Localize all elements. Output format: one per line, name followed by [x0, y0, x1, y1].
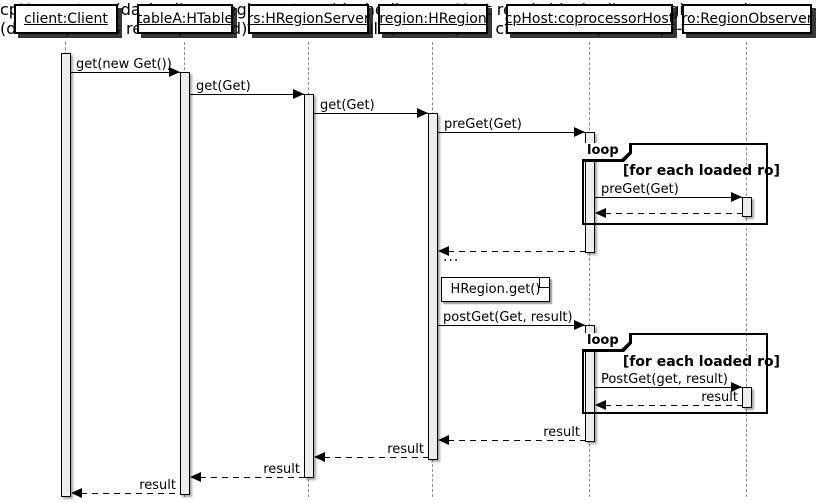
message-get-new-get-label: get(new Get()) [76, 57, 172, 72]
ellipsis-text: ... [443, 249, 460, 265]
participant-ro: ro:RegionObserver [682, 4, 812, 34]
message-preget-ro-line [595, 197, 742, 198]
activation-client [61, 53, 71, 497]
message-postget-ro-line [595, 387, 742, 388]
activation-ro-2 [742, 387, 752, 408]
arrowhead-icon [169, 67, 180, 77]
arrowhead-icon [731, 382, 742, 392]
arrowhead-icon [293, 89, 304, 99]
arrowhead-icon [71, 488, 82, 498]
activation-region [428, 113, 438, 460]
return-result-region-label: result [387, 442, 424, 457]
return-result-table-label: result [139, 478, 176, 493]
message-postget-cphost-line [438, 325, 585, 326]
loop-keyword: loop [582, 333, 629, 349]
message-postget-ro-label: PostGet(get, result) [601, 372, 728, 387]
message-get-new-get-line [71, 72, 180, 73]
lifeline-ro [746, 42, 747, 497]
participant-rs: rs:HRegionServer [247, 4, 370, 34]
participant-region-label: region:HRegion [379, 11, 487, 27]
arrowhead-icon [438, 435, 449, 445]
participant-cphost-label: cpHost:coprocessorHost [504, 11, 675, 27]
return-result-cphost-label: result [543, 425, 580, 440]
participant-tablea-label: tableA:HTable [136, 11, 234, 27]
participant-client: client:Client [14, 4, 118, 34]
message-table-get-line [190, 94, 304, 95]
participant-region: region:HRegion [378, 4, 488, 34]
activation-cphost-2 [585, 325, 595, 442]
participant-rs-label: rs:HRegionServer [247, 11, 370, 27]
participant-cphost: cpHost:coprocessorHost [505, 4, 674, 34]
arrowhead-icon [731, 192, 742, 202]
return-result-rs-label: result [263, 462, 300, 477]
return-result-ro-line [605, 405, 742, 406]
return-result-rs-line [200, 477, 304, 478]
activation-tablea [180, 72, 190, 495]
loop-tab: loop [582, 143, 632, 162]
message-postget-cphost-label: postGet(Get, result) [443, 310, 573, 325]
note-hregion-get: HRegion.get() [441, 277, 550, 302]
return-result-ro-label: result [701, 390, 738, 405]
participant-ro-label: ro:RegionObserver [681, 11, 813, 27]
arrowhead-icon [438, 246, 449, 256]
loop-tab: loop [582, 333, 632, 352]
message-preget-cphost-label: preGet(Get) [444, 117, 522, 132]
note-text: HRegion.get() [450, 282, 541, 297]
loop-fragment-preget: loop [for each loaded ro] [582, 143, 780, 225]
arrowhead-icon [595, 400, 606, 410]
return-cphost-region-line [448, 251, 585, 252]
activation-rs [304, 94, 314, 478]
message-rs-get-line [314, 113, 428, 114]
return-result-region-line [324, 457, 428, 458]
activation-cphost-1 [585, 132, 595, 253]
participant-tablea: tableA:HTable [137, 4, 233, 34]
message-preget-cphost-line [438, 132, 585, 133]
lifeline-cphost [589, 42, 590, 497]
message-rs-get-label: get(Get) [320, 98, 375, 113]
participant-client-label: client:Client [24, 11, 108, 27]
loop-guard: [for each loaded ro] [622, 163, 780, 179]
arrowhead-icon [574, 320, 585, 330]
return-ro-cphost-line [605, 213, 742, 214]
arrowhead-icon [314, 452, 325, 462]
note-fold-icon [539, 278, 549, 288]
return-result-cphost-line [448, 440, 585, 441]
arrowhead-icon [190, 472, 201, 482]
return-result-table-line [81, 493, 180, 494]
loop-keyword: loop [582, 143, 629, 159]
arrowhead-icon [574, 127, 585, 137]
message-preget-ro-label: preGet(Get) [601, 182, 679, 197]
loop-guard: [for each loaded ro] [622, 354, 780, 370]
arrowhead-icon [595, 208, 606, 218]
loop-fragment-postget: loop [for each loaded ro] [582, 333, 780, 414]
message-table-get-label: get(Get) [196, 79, 251, 94]
arrowhead-icon [417, 108, 428, 118]
activation-ro-1 [742, 197, 752, 217]
